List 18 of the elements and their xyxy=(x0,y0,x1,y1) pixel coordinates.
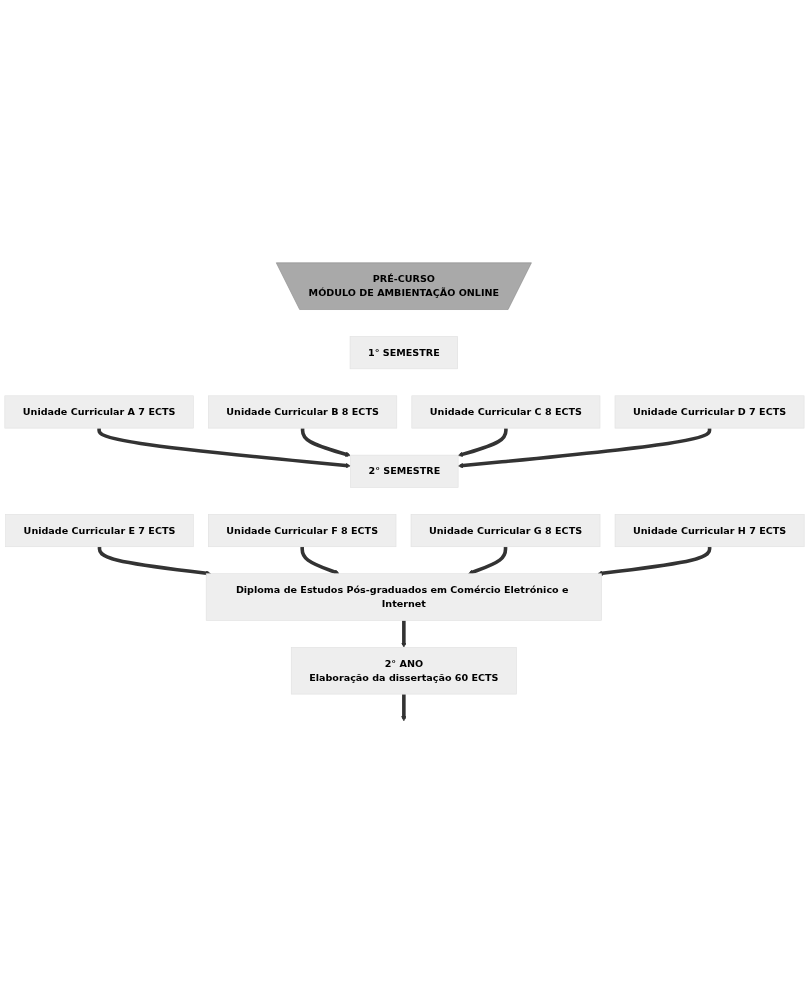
node-box xyxy=(5,514,194,548)
arrow xyxy=(401,694,407,722)
arrow xyxy=(300,546,340,575)
arrow xyxy=(97,428,351,469)
node-box xyxy=(410,514,601,548)
node-box xyxy=(614,395,805,429)
node-box xyxy=(349,336,458,370)
node-box xyxy=(290,647,517,695)
node-box xyxy=(205,573,602,621)
arrow xyxy=(401,620,407,648)
node-box xyxy=(208,514,397,548)
node-box xyxy=(350,454,459,488)
arrow xyxy=(457,428,712,469)
node-box xyxy=(614,514,805,548)
node-box xyxy=(411,395,601,429)
node-box xyxy=(208,395,398,429)
node-box xyxy=(4,395,194,429)
arrow xyxy=(468,546,508,575)
